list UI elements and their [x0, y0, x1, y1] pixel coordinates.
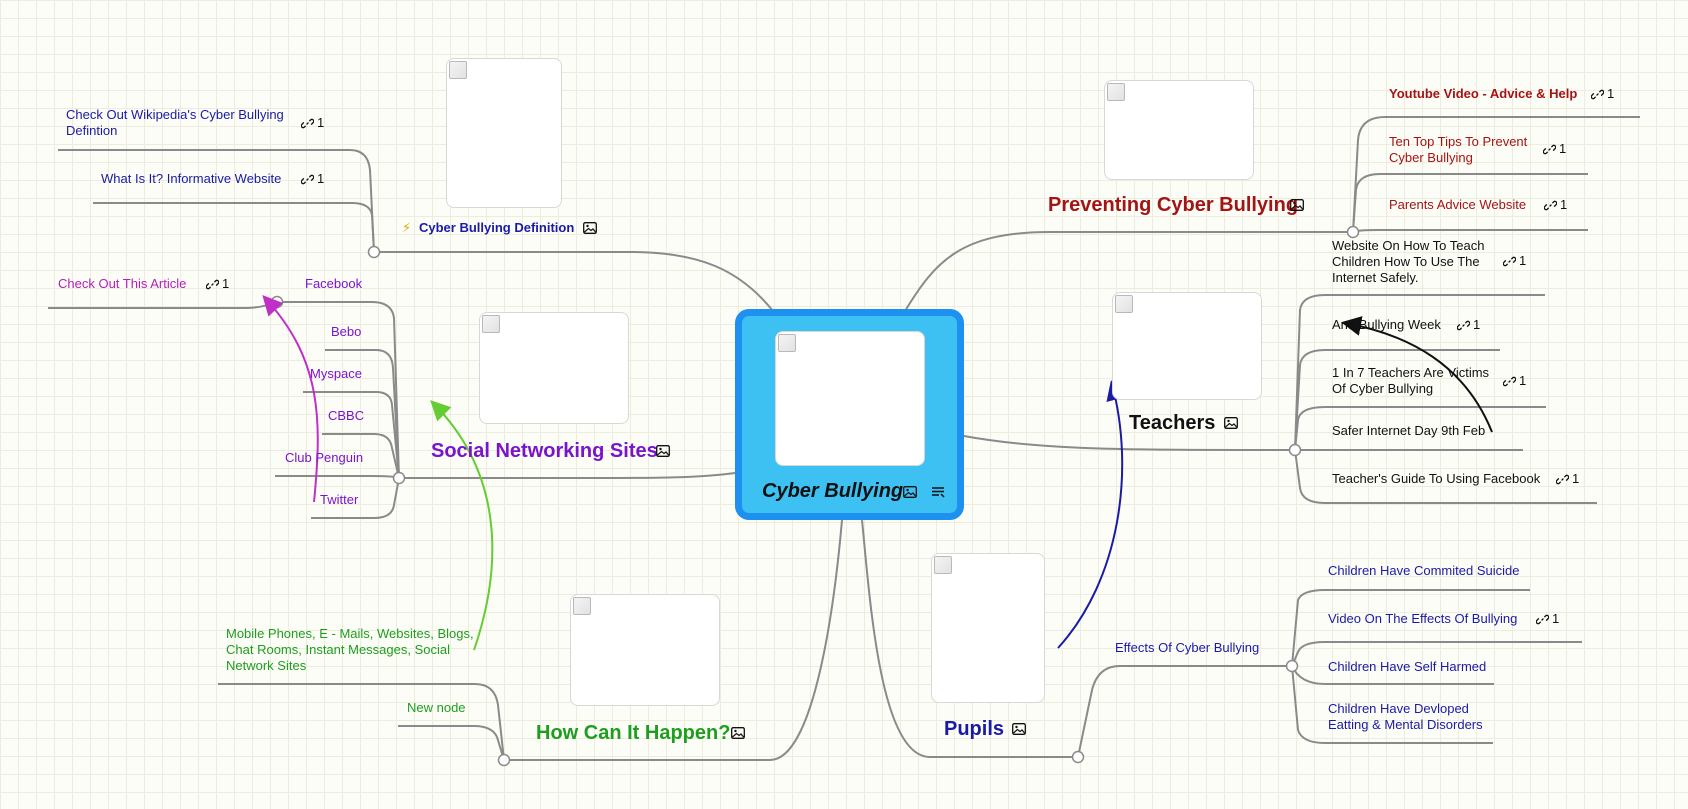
preventing-topic-title[interactable]: Preventing Cyber Bullying — [1048, 194, 1299, 216]
lightning-icon: ⚡ — [402, 220, 412, 235]
image-icon[interactable] — [731, 727, 745, 739]
preventing-image-placeholder — [1104, 80, 1254, 180]
teachers-child-label[interactable]: 1 In 7 Teachers Are Victims Of Cyber Bul… — [1332, 365, 1490, 396]
preventing-child-label[interactable]: Parents Advice Website — [1389, 197, 1527, 212]
link-icon — [1556, 474, 1569, 484]
teachers-image-placeholder — [1112, 292, 1262, 400]
teachers-child-label[interactable]: Website On How To Teach Children How To … — [1332, 238, 1485, 285]
link-icon — [301, 174, 314, 184]
social-child-label[interactable]: Club Penguin — [285, 450, 364, 465]
central-topic[interactable]: Cyber Bullying — [735, 309, 964, 520]
link-badge[interactable]: 1 — [1457, 317, 1480, 333]
teachers-topic-title[interactable]: Teachers — [1129, 412, 1216, 434]
link-icon — [206, 279, 219, 289]
link-icon — [1544, 200, 1557, 210]
link-badge[interactable]: 1 — [206, 276, 229, 292]
teachers-child-label[interactable]: Teacher's Guide To Using Facebook — [1332, 471, 1541, 486]
link-icon — [1536, 614, 1549, 624]
social-child-label[interactable]: Twitter — [320, 492, 359, 507]
link-badge[interactable]: 1 — [301, 115, 324, 131]
link-icon — [1543, 144, 1556, 154]
preventing-child-label[interactable]: Youtube Video - Advice & Help — [1389, 86, 1578, 101]
image-icon[interactable] — [1224, 417, 1238, 429]
link-icon — [1503, 256, 1516, 266]
link-badge[interactable]: 1 — [1503, 253, 1526, 269]
facebook-child-label[interactable]: Check Out This Article — [58, 276, 187, 291]
teachers-child-label[interactable]: Anti-Bullying Week — [1332, 317, 1441, 332]
definition-topic-title[interactable]: Cyber Bullying Definition — [419, 220, 575, 235]
social-child-label[interactable]: Facebook — [305, 276, 363, 291]
effects-child-label[interactable]: Children Have Devloped Eatting & Mental … — [1328, 701, 1483, 732]
link-icon — [1457, 320, 1470, 330]
link-badge[interactable]: 1 — [1543, 141, 1566, 157]
preventing-child-label[interactable]: Ten Top Tips To Prevent Cyber Bullying — [1389, 134, 1528, 165]
social-image-placeholder — [479, 312, 629, 424]
definition-child-label[interactable]: Check Out Wikipedia's Cyber Bullying Def… — [66, 107, 284, 138]
how-topic-title[interactable]: How Can It Happen? — [536, 722, 731, 744]
image-icon[interactable] — [1012, 723, 1026, 735]
how-image-placeholder — [570, 594, 720, 706]
image-icon[interactable] — [903, 486, 917, 498]
link-icon — [301, 118, 314, 128]
link-badge[interactable]: 1 — [301, 171, 324, 187]
effects-child-label[interactable]: Children Have Commited Suicide — [1328, 563, 1520, 578]
link-badge[interactable]: 1 — [1591, 86, 1614, 102]
pupils-topic-title[interactable]: Pupils — [944, 718, 1005, 740]
how-child-label[interactable]: New node — [407, 700, 466, 715]
link-badge[interactable]: 1 — [1556, 471, 1579, 487]
central-topic-title: Cyber Bullying — [762, 480, 904, 502]
image-icon[interactable] — [1290, 199, 1304, 211]
central-image-placeholder — [775, 331, 925, 466]
social-child-label[interactable]: Bebo — [331, 324, 362, 339]
effects-topic-label[interactable]: Effects Of Cyber Bullying — [1115, 640, 1260, 655]
teachers-child-label[interactable]: Safer Internet Day 9th Feb — [1332, 423, 1486, 438]
definition-image-placeholder — [446, 58, 562, 208]
social-child-label[interactable]: CBBC — [328, 408, 365, 423]
notes-icon[interactable] — [931, 486, 945, 498]
image-icon[interactable] — [583, 222, 597, 234]
link-icon — [1591, 89, 1604, 99]
definition-child-label[interactable]: What Is It? Informative Website — [101, 171, 282, 186]
social-child-label[interactable]: Myspace — [310, 366, 363, 381]
social-topic-title[interactable]: Social Networking Sites — [431, 440, 658, 462]
effects-child-label[interactable]: Children Have Self Harmed — [1328, 659, 1487, 674]
how-child-label[interactable]: Mobile Phones, E - Mails, Websites, Blog… — [226, 626, 474, 673]
link-icon — [1503, 376, 1516, 386]
link-badge[interactable]: 1 — [1544, 197, 1567, 213]
image-icon[interactable] — [656, 445, 670, 457]
effects-child-label[interactable]: Video On The Effects Of Bullying — [1328, 611, 1518, 626]
link-badge[interactable]: 1 — [1536, 611, 1559, 627]
link-badge[interactable]: 1 — [1503, 373, 1526, 389]
pupils-image-placeholder — [931, 553, 1045, 703]
